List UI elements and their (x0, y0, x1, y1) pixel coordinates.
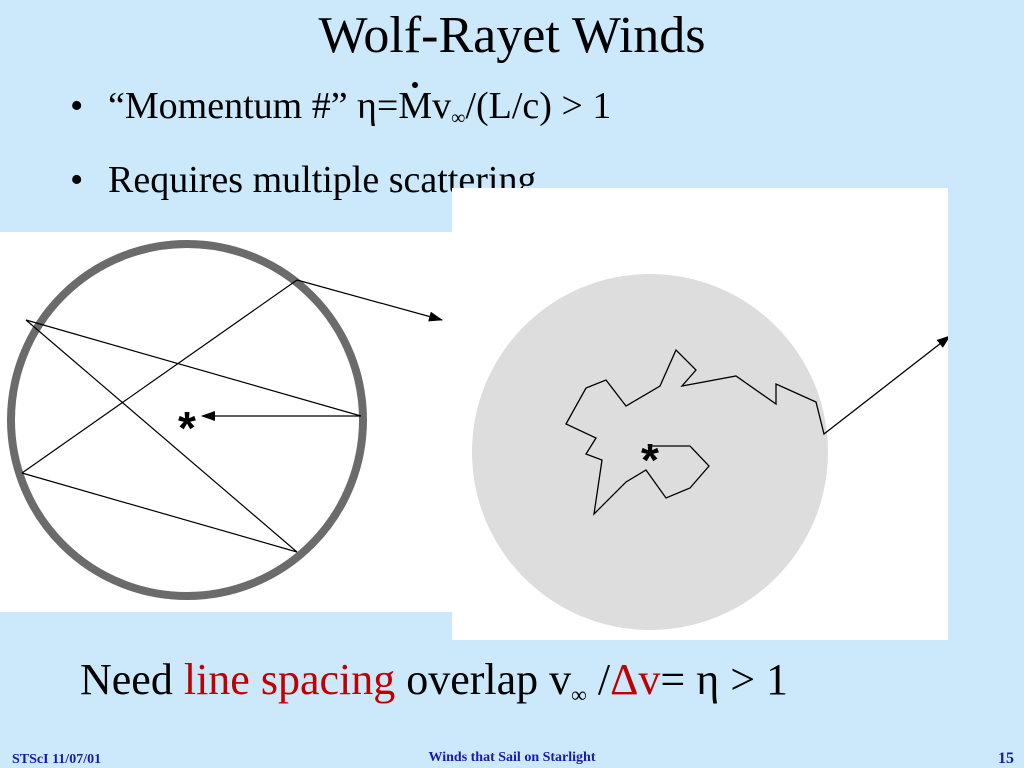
condition-text-eta: = η > 1 (660, 655, 789, 704)
condition-text-need: Need (80, 655, 184, 704)
bullet-momentum-prefix: “Momentum #” η= (108, 85, 399, 127)
velocity-symbol: v (432, 85, 452, 127)
multiple-scattering-svg: * (472, 274, 948, 630)
bullet-list: “Momentum #” η=Mv∞/(L/c) > 1 Requires mu… (70, 82, 612, 232)
escape-arrow (296, 279, 443, 322)
line-overlap-condition: Need line spacing overlap v∞ /Δv= η > 1 (80, 652, 788, 723)
multiple-scattering-diagram: * (452, 188, 948, 640)
condition-text-overlap: overlap v (395, 655, 572, 704)
footer-date: STScI 11/07/01 (12, 752, 102, 767)
photon-path (21, 279, 362, 553)
central-star-label: * (178, 402, 196, 454)
wind-shell (7, 240, 367, 600)
random-walk-path (565, 335, 948, 516)
mass-loss-rate-symbol: M (398, 82, 433, 127)
bullet-momentum-number: “Momentum #” η=Mv∞/(L/c) > 1 (70, 82, 612, 129)
central-star-label: * (641, 434, 659, 486)
condition-text-delta-v: Δv (610, 655, 661, 704)
condition-text-slash: / (586, 655, 611, 704)
footer-title: Winds that Sail on Starlight (428, 750, 596, 765)
condition-infinity-subscript: ∞ (571, 682, 587, 707)
slide-title: Wolf-Rayet Winds (318, 7, 706, 64)
infinity-subscript: ∞ (451, 107, 466, 129)
condition-text-line-spacing: line spacing (183, 655, 396, 704)
single-scattering-svg: * (7, 240, 443, 600)
wind-cloud (472, 274, 828, 630)
bullet-momentum-suffix: /(L/c) > 1 (465, 85, 612, 127)
footer-page-number: 15 (998, 750, 1014, 767)
single-scattering-diagram: * (0, 232, 452, 612)
